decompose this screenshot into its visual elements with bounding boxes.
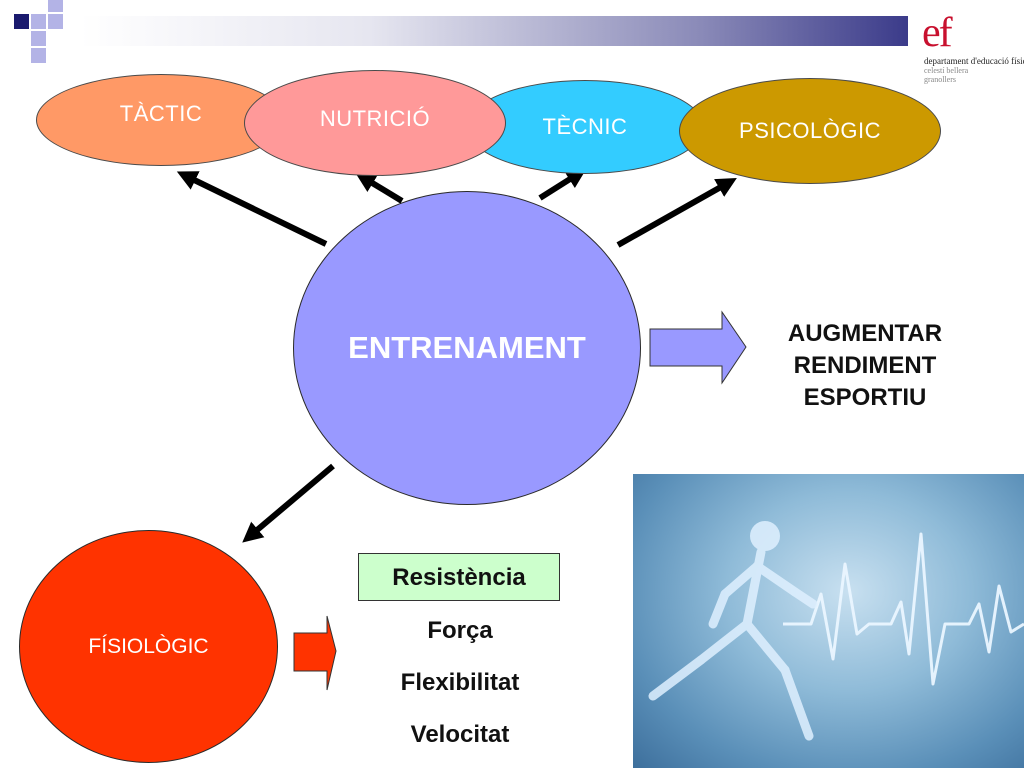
header-gradient-bar: [80, 16, 908, 46]
factor-psychology-label: PSICOLÒGIC: [739, 118, 881, 143]
quality-strength: Força: [427, 617, 493, 644]
factor-technique-label: TÈCNIC: [542, 114, 628, 139]
arrow-to-technique: [538, 168, 587, 201]
arrow-to-physiological: [242, 463, 335, 543]
central-node: ENTRENAMENT: [293, 191, 641, 505]
decor-square-lavender: [31, 14, 46, 29]
logo-school: celestí bellera: [924, 66, 969, 75]
factor-nutrition: NUTRICIÓ: [244, 70, 506, 176]
runner-skeleton-heartbeat-image: [633, 474, 1024, 768]
logo: ef departament d'educació física celestí…: [922, 10, 1024, 84]
physiological-node: FÍSIOLÒGIC: [19, 530, 278, 763]
decor-square-lavender: [48, 0, 63, 12]
block-arrow-result: [649, 310, 747, 385]
result-line-1: AUGMENTAR: [787, 320, 943, 347]
factor-tactic-label: TÀCTIC: [119, 101, 203, 126]
runner-figure: [648, 521, 818, 741]
heartbeat-line: [783, 532, 1024, 686]
result-line-3: ESPORTIU: [803, 384, 927, 411]
logo-town: granollers: [924, 75, 956, 84]
decor-square-lavender: [48, 14, 63, 29]
arrow-to-tactic: [176, 171, 328, 247]
logo-department: departament d'educació física: [924, 56, 1024, 66]
central-node-label: ENTRENAMENT: [348, 330, 586, 365]
result-text: AUGMENTAR RENDIMENT ESPORTIU: [760, 318, 970, 414]
quality-speed: Velocitat: [410, 721, 510, 748]
block-arrow-qualities: [293, 615, 337, 691]
factor-nutrition-label: NUTRICIÓ: [319, 106, 431, 131]
logo-mark: ef: [922, 10, 953, 56]
quality-endurance: Resistència: [358, 553, 560, 601]
result-line-2: RENDIMENT: [793, 352, 937, 379]
runner-illustration: [648, 521, 1024, 741]
factor-psychology: PSICOLÒGIC: [679, 78, 941, 184]
factor-technique: TÈCNIC: [466, 80, 704, 174]
decor-square-lavender: [31, 48, 46, 63]
arrow-to-nutrition: [355, 172, 404, 204]
decor-square-lavender: [31, 31, 46, 46]
arrow-to-psychology: [616, 177, 737, 248]
decor-square-navy: [14, 14, 29, 29]
physiological-node-label: FÍSIOLÒGIC: [88, 634, 209, 658]
quality-flexibility: Flexibilitat: [400, 669, 520, 696]
